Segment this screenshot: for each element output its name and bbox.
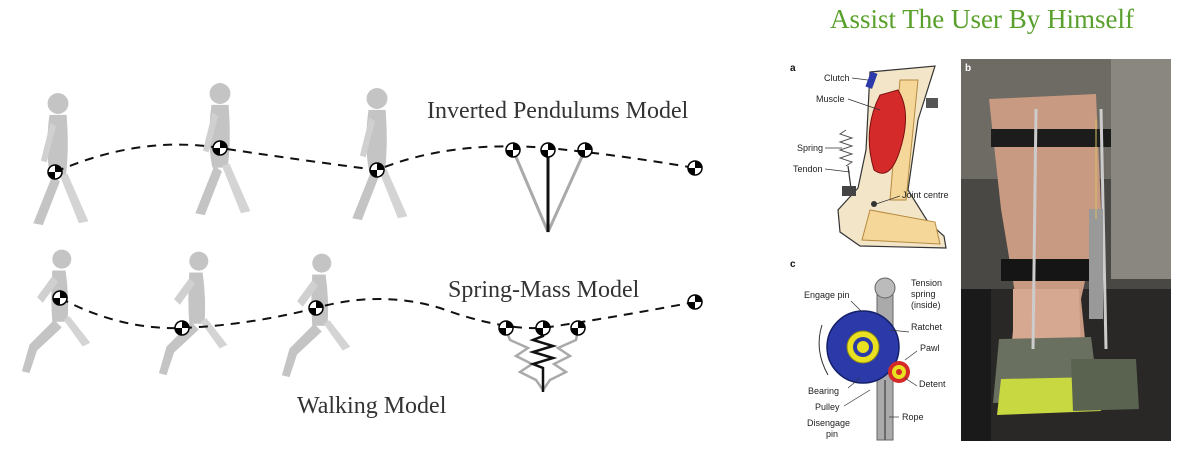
label-tension-spring-3: (inside) (911, 300, 941, 310)
panel-a-leg-illustration (824, 65, 947, 249)
panel-letter-c: c (790, 259, 796, 270)
walking-figure-3 (352, 88, 408, 221)
com-marker (174, 320, 190, 336)
panel-c-clutch-mechanism (818, 277, 918, 441)
label-detent: Detent (919, 379, 946, 389)
running-figure-1 (21, 249, 91, 374)
inverted-pendulums-model-label: Inverted Pendulums Model (427, 98, 689, 124)
com-marker (687, 160, 703, 176)
com-marker (687, 294, 703, 310)
label-tendon: Tendon (793, 164, 823, 174)
label-tension-spring: Tension (911, 278, 943, 288)
com-marker (52, 290, 68, 306)
label-muscle: Muscle (816, 94, 845, 104)
label-rope: Rope (902, 412, 924, 422)
label-pulley: Pulley (815, 402, 840, 412)
panel-letter-a: a (790, 63, 796, 74)
spring-mass-model-label: Spring-Mass Model (448, 277, 640, 303)
com-marker (212, 140, 228, 156)
walking-figure-1 (33, 93, 89, 226)
running-figure-2 (158, 251, 228, 376)
exoskeleton-photo-illustration (961, 59, 1171, 441)
spring-mass-diagram (498, 320, 586, 392)
label-disengage-pin: Disengage (807, 418, 851, 428)
label-pawl: Pawl (920, 343, 940, 353)
label-tension-spring-2: spring (911, 289, 936, 299)
inverted-pendulum-diagram (505, 142, 593, 233)
com-marker (369, 162, 385, 178)
label-spring: Spring (797, 143, 824, 153)
exoskeleton-photo (961, 59, 1171, 441)
spring-mass-trajectory (59, 297, 696, 330)
page-title: Assist The User By Himself (830, 4, 1134, 34)
label-joint-centre: Joint centre (902, 190, 949, 200)
label-disengage-pin-2: pin (826, 429, 839, 439)
panel-letter-b: b (965, 63, 972, 74)
label-bearing: Bearing (808, 386, 840, 396)
label-clutch: Clutch (824, 73, 850, 83)
label-engage-pin: Engage pin (804, 290, 850, 300)
com-marker (308, 300, 324, 316)
label-ratchet: Ratchet (911, 322, 943, 332)
walking-model-label: Walking Model (297, 393, 447, 419)
com-marker (47, 164, 63, 180)
